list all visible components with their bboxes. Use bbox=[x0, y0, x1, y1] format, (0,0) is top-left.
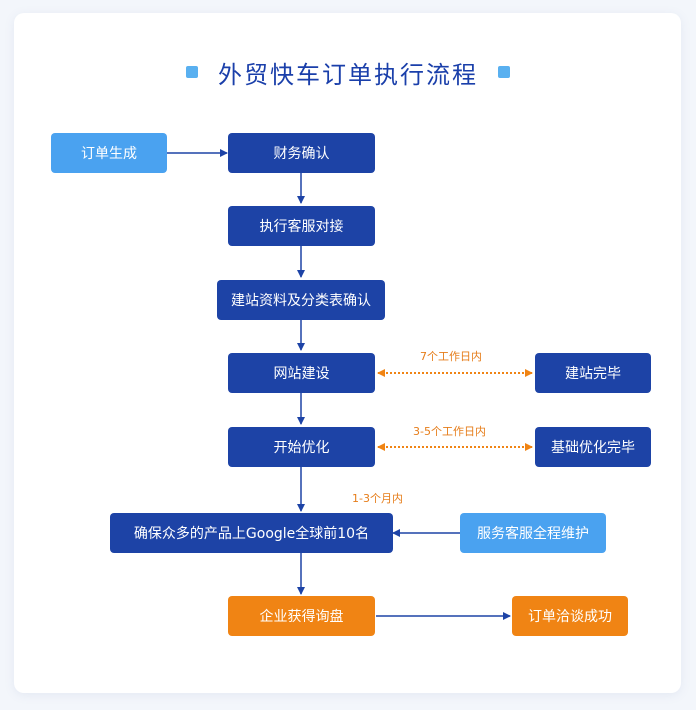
node-site-building: 网站建设 bbox=[228, 353, 375, 393]
node-service-handover: 执行客服对接 bbox=[228, 206, 375, 246]
node-order-created: 订单生成 bbox=[51, 133, 167, 173]
node-site-done: 建站完毕 bbox=[535, 353, 651, 393]
node-finance-confirm: 财务确认 bbox=[228, 133, 375, 173]
title-bar: 外贸快车订单执行流程 bbox=[0, 55, 696, 89]
diagram-title: 外贸快车订单执行流程 bbox=[218, 60, 478, 89]
label-seven-days: 7个工作日内 bbox=[420, 350, 482, 363]
title-right-square-icon bbox=[498, 66, 510, 78]
node-start-optimization: 开始优化 bbox=[228, 427, 375, 467]
label-three-five-days: 3-5个工作日内 bbox=[413, 425, 486, 438]
node-full-service: 服务客服全程维护 bbox=[460, 513, 606, 553]
label-one-three-months: 1-3个月内 bbox=[352, 492, 403, 505]
node-site-materials-confirm: 建站资料及分类表确认 bbox=[217, 280, 385, 320]
node-inquiry: 企业获得询盘 bbox=[228, 596, 375, 636]
node-basic-optimization-done: 基础优化完毕 bbox=[535, 427, 651, 467]
node-google-top10: 确保众多的产品上Google全球前10名 bbox=[110, 513, 393, 553]
title-left-square-icon bbox=[186, 66, 198, 78]
node-deal-success: 订单洽谈成功 bbox=[512, 596, 628, 636]
